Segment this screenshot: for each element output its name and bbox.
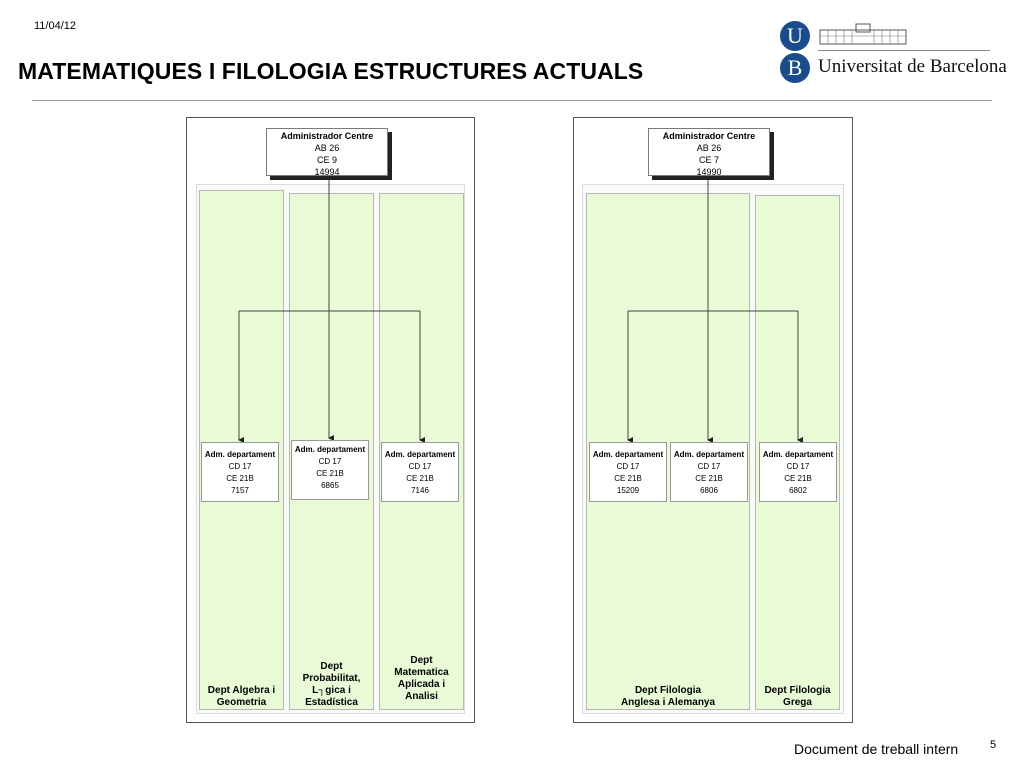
- page-number: 5: [990, 739, 997, 751]
- dept-name: Dept Algebra i Geometria: [207, 685, 276, 708]
- dept-name: Dept Filologia Grega: [764, 685, 831, 708]
- title-divider: [32, 100, 992, 101]
- adm-departament-box: Adm. departament CD 17 CE 21B 15209: [589, 442, 667, 502]
- adm-departament-box: Adm. departament CD 17 CE 21B 6802: [759, 442, 837, 502]
- adm-departament-box: Adm. departament CD 17 CE 21B 7146: [381, 442, 459, 502]
- dept-name: Dept Matematica Aplicada i Analisi: [394, 655, 449, 702]
- date-label: 11/04/12: [34, 20, 77, 32]
- logo-u-icon: U: [780, 21, 810, 51]
- logo-divider: [818, 50, 990, 51]
- admin-centre-box: Administrador Centre AB 26 CE 7 14990: [648, 128, 770, 177]
- admin-centre-box: Administrador Centre AB 26 CE 9 14994: [266, 128, 388, 177]
- university-logo: U B Universitat de Barcelona: [780, 18, 1007, 84]
- logo-b-icon: B: [780, 53, 810, 83]
- adm-departament-box: Adm. departament CD 17 CE 21B 6806: [670, 442, 748, 502]
- dept-name: Dept Filologia Anglesa i Alemanya: [620, 685, 716, 708]
- adm-departament-box: Adm. departament CD 17 CE 21B 7157: [201, 442, 279, 502]
- footer-note: Document de treball intern: [794, 741, 959, 757]
- building-icon: [819, 23, 907, 45]
- dept-name: Dept Probabilitat, L┐gica i Estadística: [302, 661, 361, 708]
- page-title: MATEMATIQUES I FILOLOGIA ESTRUCTURES ACT…: [18, 58, 644, 84]
- logo-text: Universitat de Barcelona: [818, 56, 1007, 77]
- adm-departament-box: Adm. departament CD 17 CE 21B 6865: [291, 440, 369, 500]
